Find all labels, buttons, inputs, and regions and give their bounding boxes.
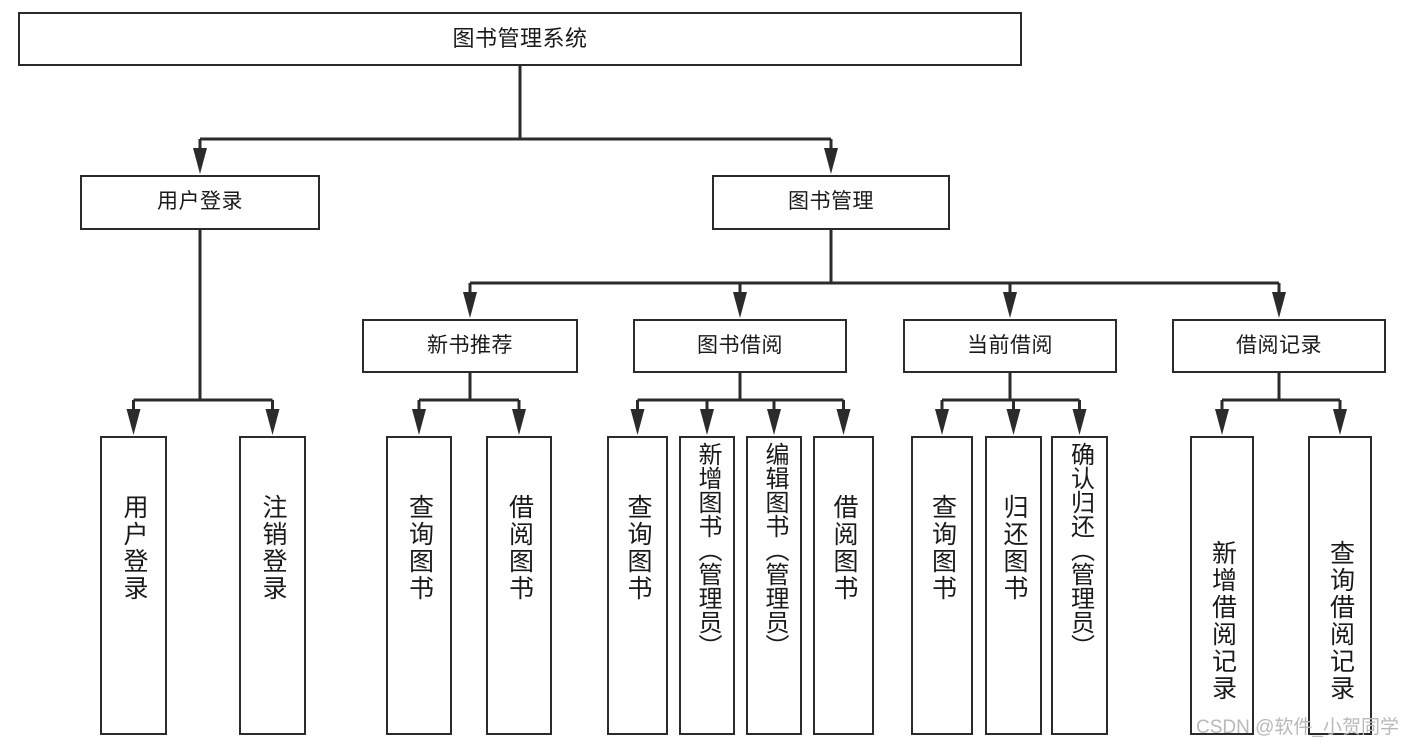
node-l11[interactable]: 确认归还（管理员） — [1051, 436, 1108, 735]
node-borrow[interactable]: 图书借阅 — [633, 319, 847, 373]
node-l3[interactable]: 查询图书 — [386, 436, 452, 735]
node-newbook[interactable]: 新书推荐 — [362, 319, 578, 373]
csdn-watermark: CSDN @软件_小贺同学 — [1196, 717, 1399, 738]
node-label: 确认归还（管理员） — [1066, 442, 1094, 658]
node-l7[interactable]: 编辑图书（管理员） — [746, 436, 802, 735]
node-l12[interactable]: 新增借阅记录 — [1190, 436, 1254, 735]
node-l1[interactable]: 用户登录 — [100, 436, 167, 735]
node-label: 新增图书（管理员） — [694, 442, 721, 658]
node-label: 编辑图书（管理员） — [761, 442, 788, 658]
node-label: 新书推荐 — [427, 333, 513, 357]
node-l8[interactable]: 借阅图书 — [813, 436, 874, 735]
node-label: 借阅图书 — [830, 494, 858, 602]
node-label: 当前借阅 — [967, 333, 1053, 357]
node-current[interactable]: 当前借阅 — [903, 319, 1117, 373]
node-l10[interactable]: 归还图书 — [985, 436, 1042, 735]
node-label: 查询图书 — [624, 494, 652, 602]
node-records[interactable]: 借阅记录 — [1172, 319, 1386, 373]
node-label: 图书管理 — [788, 190, 874, 214]
node-label: 查询图书 — [405, 494, 434, 602]
node-label: 新增借阅记录 — [1208, 540, 1237, 702]
node-label: 归还图书 — [1000, 494, 1028, 602]
node-label: 用户登录 — [157, 190, 243, 214]
node-label: 图书借阅 — [697, 333, 783, 357]
node-l9[interactable]: 查询图书 — [911, 436, 973, 735]
node-label: 注销登录 — [259, 494, 287, 602]
node-l5[interactable]: 查询图书 — [607, 436, 668, 735]
node-label: 借阅图书 — [505, 494, 534, 602]
node-label: 查询图书 — [928, 494, 957, 602]
node-label: 图书管理系统 — [452, 26, 588, 52]
node-l4[interactable]: 借阅图书 — [486, 436, 552, 735]
node-l2[interactable]: 注销登录 — [239, 436, 306, 735]
node-label: 借阅记录 — [1236, 333, 1322, 357]
node-label: 查询借阅记录 — [1326, 540, 1355, 702]
node-root[interactable]: 图书管理系统 — [18, 12, 1022, 66]
node-login[interactable]: 用户登录 — [80, 175, 320, 230]
node-bookmgmt[interactable]: 图书管理 — [712, 175, 950, 230]
node-l13[interactable]: 查询借阅记录 — [1308, 436, 1372, 735]
node-label: 用户登录 — [120, 494, 148, 602]
node-l6[interactable]: 新增图书（管理员） — [679, 436, 735, 735]
